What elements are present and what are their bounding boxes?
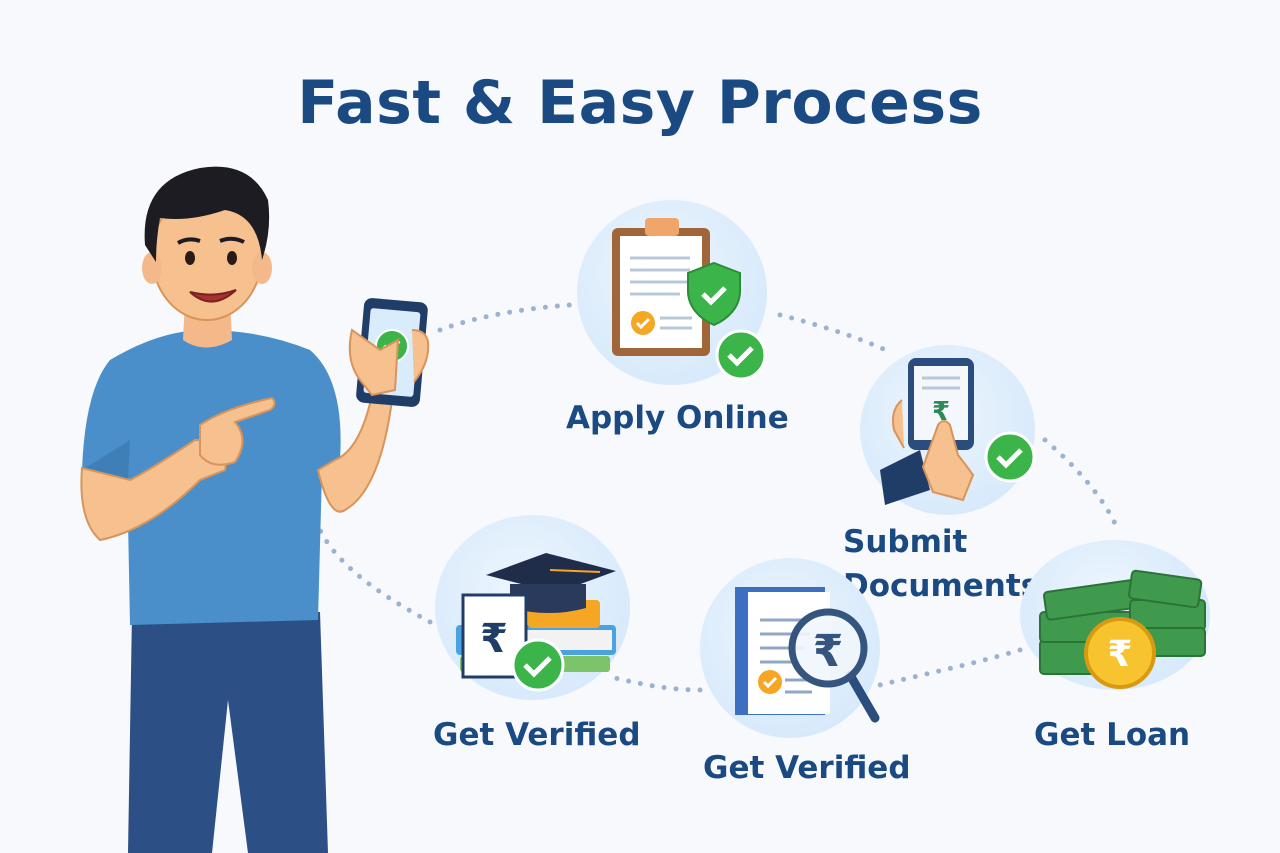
step-label-get-verified-1: Get Verified [433, 717, 641, 753]
step-label-submit-documents: Submit Documents [843, 520, 1039, 608]
label-line: Documents [843, 568, 1040, 604]
label-line: Submit [843, 524, 968, 560]
step-label-apply-online: Apply Online [566, 400, 789, 436]
step-label-get-loan: Get Loan [1034, 717, 1191, 753]
page-title: Fast & Easy Process [297, 68, 983, 138]
step-label-get-verified-2: Get Verified [703, 750, 911, 786]
